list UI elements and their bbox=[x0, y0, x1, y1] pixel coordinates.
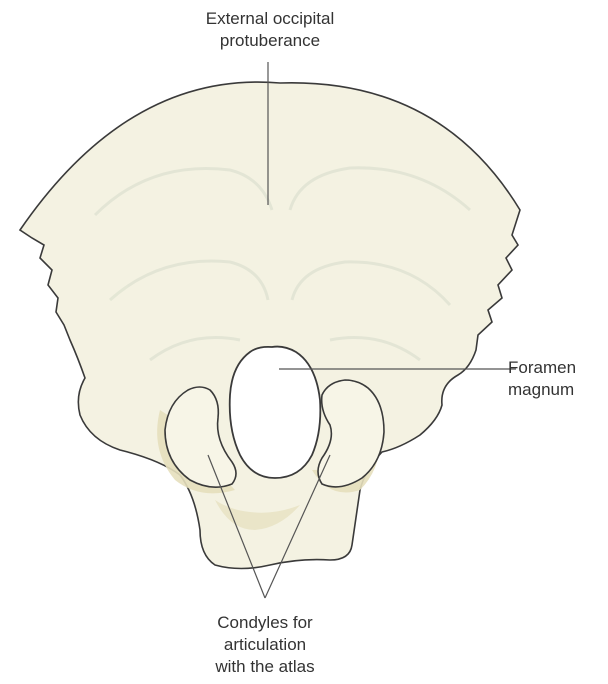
label-condyles: Condyles for articulation with the atlas bbox=[180, 612, 350, 678]
label-line: articulation bbox=[180, 634, 350, 656]
label-line: External occipital bbox=[170, 8, 370, 30]
label-line: protuberance bbox=[170, 30, 370, 52]
foramen-magnum bbox=[230, 347, 321, 478]
label-line: magnum bbox=[508, 379, 608, 401]
label-foramen-magnum: Foramen magnum bbox=[508, 357, 608, 401]
occipital-bone-outline bbox=[20, 82, 520, 568]
label-line: with the atlas bbox=[180, 656, 350, 678]
label-line: Foramen bbox=[508, 357, 608, 379]
label-external-occipital-protuberance: External occipital protuberance bbox=[170, 8, 370, 52]
label-line: Condyles for bbox=[180, 612, 350, 634]
